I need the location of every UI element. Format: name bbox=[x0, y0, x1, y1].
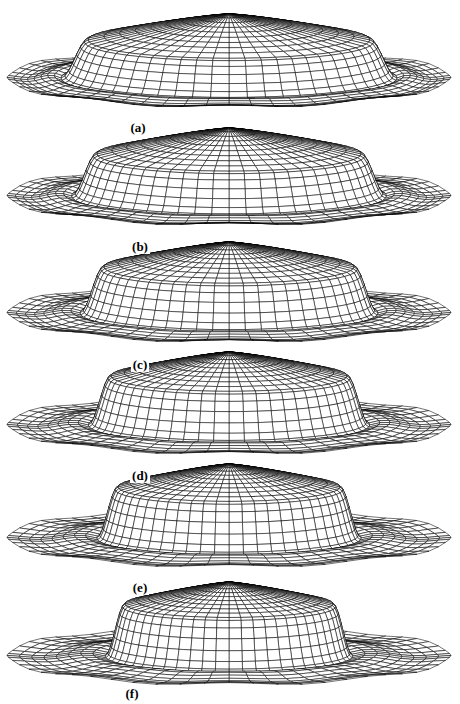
mesh-cell bbox=[175, 91, 194, 97]
mesh-cell bbox=[324, 69, 339, 79]
mesh-cell bbox=[198, 53, 215, 59]
mesh-cell bbox=[243, 53, 260, 59]
mesh-cell bbox=[212, 66, 229, 74]
mesh-cell bbox=[163, 65, 180, 74]
mesh-surface bbox=[7, 14, 451, 106]
mesh-cell bbox=[144, 80, 161, 89]
mesh-cell bbox=[148, 64, 165, 73]
mesh-cell bbox=[229, 42, 241, 47]
mesh-cell bbox=[247, 83, 265, 92]
mesh-surface bbox=[7, 128, 451, 224]
mesh-cell bbox=[118, 69, 133, 79]
mesh-cell bbox=[165, 59, 182, 66]
mesh-cell bbox=[196, 60, 213, 66]
mesh-cell bbox=[132, 70, 148, 80]
mesh-cell bbox=[159, 82, 177, 91]
mesh-cell bbox=[229, 61, 246, 67]
mesh-cell bbox=[195, 66, 212, 74]
mesh-cell bbox=[229, 53, 245, 58]
mesh-cell bbox=[264, 82, 282, 91]
mesh-cell bbox=[293, 64, 310, 73]
mesh-cell bbox=[262, 65, 279, 74]
mesh-cell bbox=[213, 53, 229, 58]
mesh-cell bbox=[229, 92, 247, 98]
mesh-cell bbox=[245, 60, 262, 66]
mesh-cell bbox=[161, 73, 178, 83]
mesh-cell bbox=[279, 73, 296, 83]
mesh-cell bbox=[295, 72, 312, 82]
mesh-cell bbox=[229, 32, 238, 37]
mesh-cell bbox=[192, 91, 211, 97]
mesh-cell bbox=[265, 91, 284, 97]
mesh-cell bbox=[179, 65, 196, 74]
mesh-cell bbox=[134, 62, 150, 71]
mesh-cell bbox=[297, 80, 314, 89]
mesh-cell bbox=[211, 83, 229, 91]
mesh-cell bbox=[212, 61, 229, 67]
mesh-cell bbox=[312, 79, 329, 88]
mesh-cell bbox=[218, 37, 229, 42]
mesh-cell bbox=[229, 48, 243, 53]
mesh-cell bbox=[129, 79, 146, 88]
mesh-cell bbox=[281, 82, 299, 91]
mesh-cell bbox=[261, 60, 278, 66]
mesh-cell bbox=[247, 91, 266, 97]
mesh-cell bbox=[215, 48, 229, 53]
mesh-cell bbox=[246, 74, 264, 83]
mesh-cell bbox=[308, 62, 324, 71]
mesh-cell bbox=[146, 72, 163, 82]
mesh-cell bbox=[278, 65, 295, 74]
mesh-cell bbox=[176, 82, 194, 91]
mesh-cell bbox=[180, 60, 197, 66]
mesh-cell bbox=[211, 92, 229, 98]
mesh-cell bbox=[229, 74, 247, 83]
mesh-cell bbox=[194, 74, 212, 83]
mesh-cell bbox=[220, 32, 229, 37]
mesh-cell bbox=[246, 66, 263, 74]
mesh-cell bbox=[229, 66, 246, 74]
mesh-cell bbox=[310, 70, 326, 80]
mesh-cell bbox=[193, 83, 211, 92]
mesh-cell bbox=[263, 73, 281, 83]
mesh-cell bbox=[229, 83, 247, 91]
mesh-cell bbox=[217, 42, 229, 47]
mesh-cell bbox=[277, 59, 294, 66]
mesh-cell bbox=[211, 74, 229, 83]
mesh-cell bbox=[229, 37, 240, 42]
mesh-cell bbox=[177, 73, 195, 83]
